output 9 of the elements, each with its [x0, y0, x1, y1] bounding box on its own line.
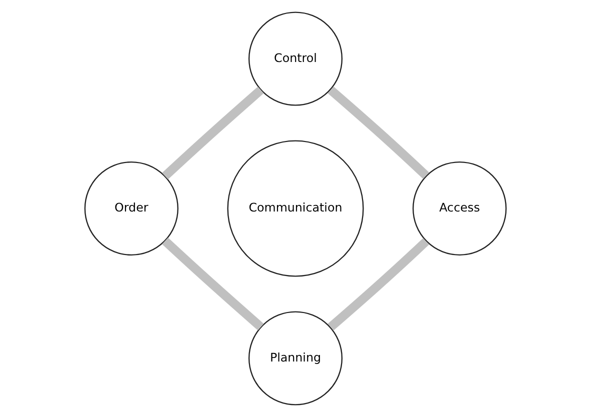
- node-circle: Order: [84, 161, 178, 256]
- connector: [162, 86, 264, 180]
- connector: [162, 238, 264, 330]
- node-circle: Control: [248, 12, 343, 106]
- node-circle: Planning: [248, 311, 343, 406]
- connector: [328, 86, 430, 179]
- node-circle: Communication: [227, 140, 364, 277]
- connector: [328, 238, 430, 331]
- node-circle: Access: [412, 161, 507, 256]
